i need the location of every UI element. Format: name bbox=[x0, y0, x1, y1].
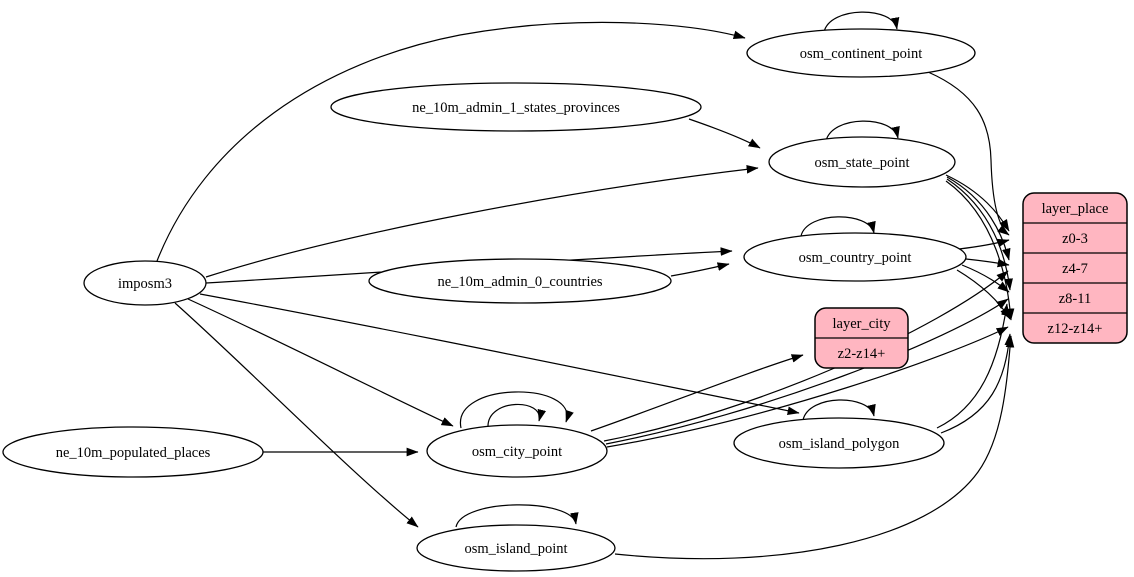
node-osm_state_point-shape bbox=[768, 136, 956, 188]
edge-ne_10m_admin_1_states_provinces-to-osm_state_point bbox=[688, 118, 761, 149]
edge-osm_country_point-to-layer_place:z0-3 bbox=[958, 238, 1010, 250]
node-osm_continent_point-shape bbox=[746, 28, 976, 78]
node-osm_country_point: osm_country_point bbox=[743, 232, 967, 282]
edge-imposm3-to-osm_island_polygon bbox=[199, 293, 800, 415]
node-label: osm_island_point bbox=[464, 541, 567, 557]
node-label: ne_10m_admin_0_countries bbox=[437, 274, 602, 290]
self-loop-osm_city_point-3 bbox=[460, 391, 574, 429]
edge-osm_country_point-to-layer_place:z12-z14+ bbox=[956, 269, 1011, 320]
self-loop-osm_island_point-6 bbox=[455, 504, 579, 528]
self-loop-osm_city_point-4 bbox=[487, 403, 547, 428]
self-loop-osm_continent_point-0 bbox=[823, 11, 900, 33]
edge-osm_country_point-to-layer_place:z4-7 bbox=[965, 258, 1010, 268]
record-layer_place-row-3-label: z8-11 bbox=[1059, 291, 1091, 307]
node-osm_island_point-shape bbox=[416, 524, 616, 572]
record-layer_place-row-1-label: z0-3 bbox=[1062, 231, 1088, 247]
node-label: osm_country_point bbox=[799, 250, 912, 266]
self-loop-osm_state_point-1 bbox=[825, 120, 900, 142]
edge-imposm3-to-osm_state_point bbox=[205, 165, 759, 278]
node-osm_city_point: osm_city_point bbox=[426, 424, 608, 478]
edge-osm_country_point-to-layer_place:z8-11 bbox=[961, 264, 1010, 293]
node-ne_10m_populated_places-shape bbox=[2, 426, 264, 478]
node-osm_country_point-shape bbox=[743, 232, 967, 282]
node-ne_10m_admin_1_states_provinces: ne_10m_admin_1_states_provinces bbox=[330, 82, 702, 132]
node-imposm3-shape bbox=[83, 260, 207, 306]
edge-imposm3-to-osm_continent_point bbox=[156, 21, 746, 262]
edge-osm_island_point-to-layer_place:z12-z14+ bbox=[614, 335, 1015, 560]
self-loop-osm_country_point-2 bbox=[800, 216, 876, 237]
record-layer_place-row-4-label: z12-z14+ bbox=[1048, 321, 1103, 337]
edge-osm_city_point-to-layer_place:z4-7 bbox=[603, 270, 1009, 442]
record-layer_city: layer_city z2-z14+ bbox=[814, 307, 909, 369]
node-osm_island_point: osm_island_point bbox=[416, 524, 616, 572]
edge-osm_island_polygon-to-layer_place:z8-11 bbox=[936, 303, 1010, 429]
record-layer_city-row-1-label: z2-z14+ bbox=[838, 346, 886, 362]
node-label: ne_10m_populated_places bbox=[56, 445, 211, 461]
edge-osm_city_point-to-layer_place:z8-11 bbox=[605, 298, 1009, 445]
edge-ne_10m_admin_0_countries-to-osm_country_point bbox=[670, 262, 730, 277]
node-osm_city_point-shape bbox=[426, 424, 608, 478]
node-ne_10m_admin_0_countries: ne_10m_admin_0_countries bbox=[368, 258, 672, 304]
node-label: osm_continent_point bbox=[800, 46, 922, 62]
node-label: ne_10m_admin_1_states_provinces bbox=[412, 100, 620, 116]
node-ne_10m_populated_places: ne_10m_populated_places bbox=[2, 426, 264, 478]
node-label: osm_island_polygon bbox=[779, 436, 901, 452]
edge-osm_island_polygon-to-layer_place:z12-z14+ bbox=[940, 333, 1014, 434]
node-osm_state_point: osm_state_point bbox=[768, 136, 956, 188]
node-label: imposm3 bbox=[118, 276, 172, 292]
node-label: osm_city_point bbox=[472, 444, 562, 460]
node-label: osm_state_point bbox=[814, 155, 909, 171]
record-layer_place-row-0-label: layer_place bbox=[1042, 201, 1109, 217]
node-osm_island_polygon-shape bbox=[733, 417, 945, 469]
node-ne_10m_admin_1_states_provinces-shape bbox=[330, 82, 702, 132]
record-layer_city-row-0-label: layer_city bbox=[833, 316, 892, 332]
record-layer_place-row-2-label: z4-7 bbox=[1062, 261, 1088, 277]
node-imposm3: imposm3 bbox=[83, 260, 207, 306]
edge-imposm3-to-osm_city_point bbox=[187, 298, 454, 427]
edge-osm_continent_point-to-layer_place:z0-3 bbox=[927, 71, 1010, 236]
edge-osm_city_point-to-layer_city:z2-z14+ bbox=[590, 354, 804, 432]
node-ne_10m_admin_0_countries-shape bbox=[368, 258, 672, 304]
edge-osm_state_point-to-layer_place:z0-3 bbox=[945, 174, 1010, 232]
self-loop-osm_island_polygon-5 bbox=[802, 399, 876, 421]
edges-layer bbox=[156, 11, 1015, 560]
edge-osm_city_point-to-layer_place:z12-z14+ bbox=[606, 326, 1009, 448]
node-osm_island_polygon: osm_island_polygon bbox=[733, 417, 945, 469]
edge-imposm3-to-osm_island_point bbox=[174, 302, 419, 528]
edge-osm_state_point-to-layer_place:z4-7 bbox=[946, 176, 1011, 261]
node-osm_continent_point: osm_continent_point bbox=[746, 28, 976, 78]
record-layer_place-shape bbox=[1022, 192, 1128, 344]
record-layer_place: layer_place z0-3 z4-7 z8-11 z12-z14+ bbox=[1022, 192, 1128, 344]
